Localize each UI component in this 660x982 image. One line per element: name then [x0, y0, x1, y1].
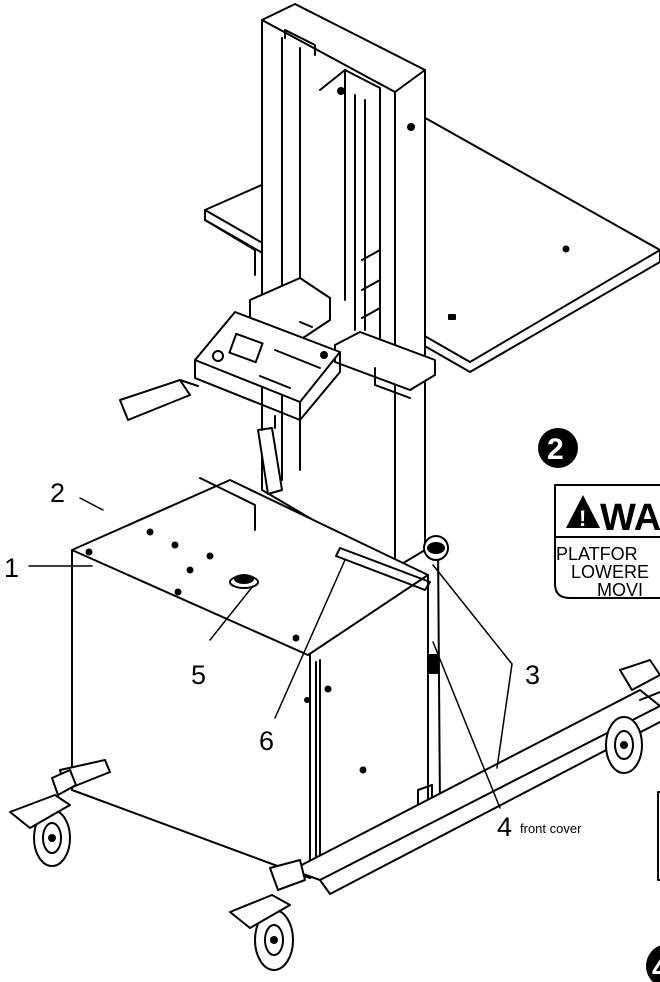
callout-1: 1 [4, 553, 19, 583]
caster-rear-right [605, 659, 660, 774]
callout-badge-2 [538, 428, 578, 468]
callout-5: 5 [191, 660, 206, 690]
warning-line-2: LOWERE [571, 562, 649, 582]
callout-4: 4 [497, 812, 512, 842]
down-handle [257, 415, 283, 495]
mast-column [261, 3, 426, 569]
exclamation-icon: ! [579, 506, 586, 531]
caster-front-left [229, 859, 306, 971]
callout-3: 3 [525, 660, 540, 690]
warning-line-1: PLATFOR [556, 544, 638, 564]
second-badge-number: 4 [652, 952, 660, 982]
left-handle [119, 379, 199, 421]
callout-4-note: front cover [520, 821, 582, 836]
leader-lines [28, 497, 513, 809]
warning-heading: WA [600, 497, 660, 539]
callout-2: 2 [50, 478, 65, 508]
caster-rear-left [9, 769, 77, 867]
cropped-sign-frame [657, 791, 660, 881]
callout-6: 6 [259, 726, 274, 756]
callout-badge-4 [646, 945, 660, 982]
control-pendant [194, 311, 341, 421]
warning-sign [554, 484, 660, 599]
warning-line-3: MOVI [597, 580, 643, 600]
warning-badge-number: 2 [547, 433, 564, 466]
base-leg-front [291, 689, 660, 895]
